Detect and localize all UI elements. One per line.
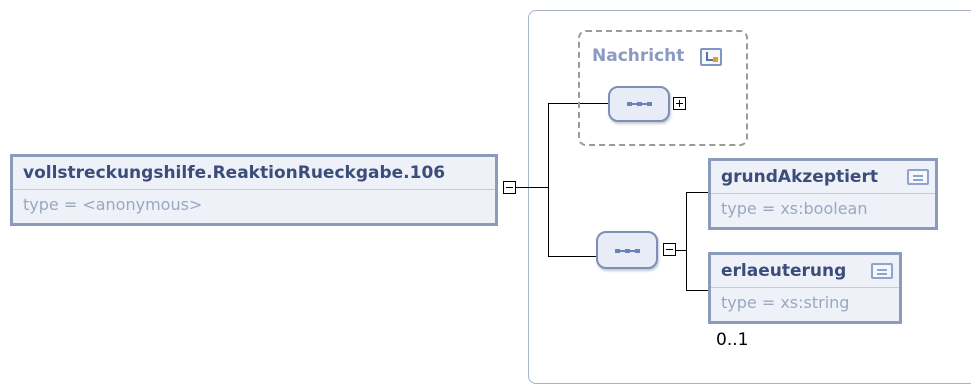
occurrence-label: 0..1 [716, 330, 749, 350]
sequence-compositor-icon[interactable] [608, 86, 670, 122]
element-erlaeuterung[interactable]: erlaeuterung type = xs:string [708, 252, 902, 324]
element-type: type = xs:string [721, 293, 850, 312]
group-title: Nachricht [592, 46, 685, 66]
connector-to-erlaeuterung [686, 290, 708, 291]
connector-main-vertical [548, 103, 549, 256]
element-type: type = xs:boolean [721, 199, 868, 218]
group-reference[interactable] [578, 30, 748, 146]
element-name: grundAkzeptiert [711, 161, 935, 194]
root-element[interactable]: vollstreckungshilfe.ReaktionRueckgabe.10… [10, 154, 498, 226]
collapse-toggle[interactable] [663, 243, 676, 256]
expand-toggle[interactable] [673, 97, 686, 110]
connector-seq-right [676, 250, 686, 251]
documentation-icon [871, 263, 893, 279]
connector-children-vertical [686, 192, 687, 290]
element-name: erlaeuterung [711, 255, 899, 288]
root-collapse-toggle[interactable] [503, 181, 516, 194]
connector-to-grundAkzeptiert [686, 192, 708, 193]
documentation-icon [907, 169, 929, 185]
element-grundAkzeptiert[interactable]: grundAkzeptiert type = xs:boolean [708, 158, 938, 230]
root-element-name: vollstreckungshilfe.ReaktionRueckgabe.10… [13, 157, 495, 190]
connector-to-seq [548, 256, 596, 257]
connector-root-right [516, 187, 548, 188]
group-icon [700, 48, 722, 66]
root-element-type: type = <anonymous> [23, 195, 203, 214]
sequence-compositor-icon[interactable] [596, 231, 658, 269]
